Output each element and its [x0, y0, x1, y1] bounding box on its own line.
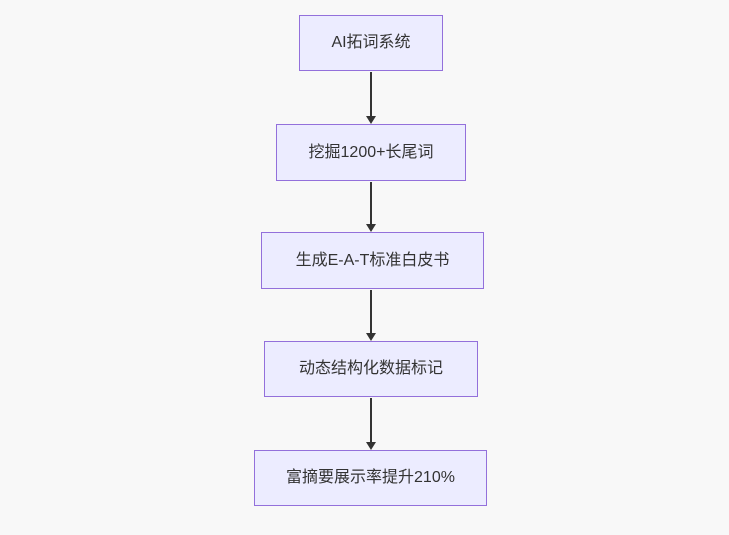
arrow-line [370, 182, 372, 226]
flow-node-ai-expansion-system: AI拓词系统 [299, 15, 443, 71]
flow-node-eat-whitepaper: 生成E-A-T标准白皮书 [261, 232, 484, 289]
arrow-line [370, 290, 372, 335]
flow-arrow [365, 72, 377, 124]
arrow-line [370, 72, 372, 118]
arrow-line [370, 398, 372, 444]
flow-arrow [365, 182, 377, 232]
flow-arrow [365, 290, 377, 341]
flow-node-rich-snippet-result: 富摘要展示率提升210% [254, 450, 487, 506]
flow-arrow [365, 398, 377, 450]
node-label: 动态结构化数据标记 [298, 360, 443, 378]
node-label: AI拓词系统 [331, 34, 411, 52]
node-label: 生成E-A-T标准白皮书 [295, 251, 450, 269]
flow-node-longtail-mining: 挖掘1200+长尾词 [276, 124, 466, 181]
arrowhead-down-icon [366, 333, 376, 341]
node-label: 富摘要展示率提升210% [286, 469, 455, 487]
arrowhead-down-icon [366, 224, 376, 232]
arrowhead-down-icon [366, 116, 376, 124]
arrowhead-down-icon [366, 442, 376, 450]
node-label: 挖掘1200+长尾词 [308, 143, 434, 161]
flow-node-structured-data-markup: 动态结构化数据标记 [264, 341, 478, 397]
